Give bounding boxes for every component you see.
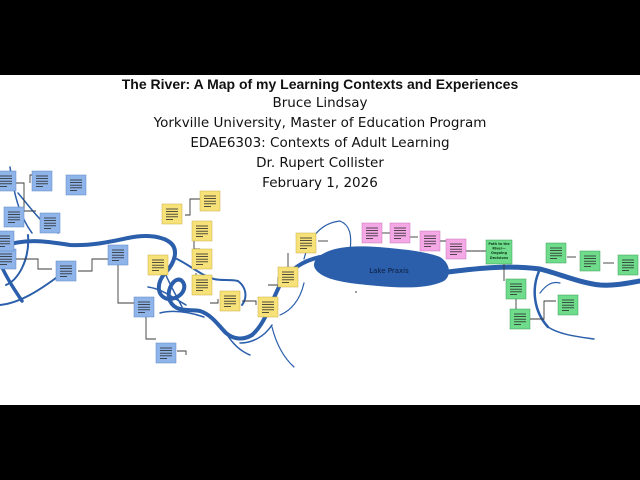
sticky-note-childhood [39, 212, 61, 234]
sticky-note-professional [389, 222, 411, 244]
sticky-note-professional [361, 222, 383, 244]
instructor-name: Dr. Rupert Collister [256, 155, 384, 171]
sticky-note-childhood [65, 174, 87, 196]
sticky-note-schooling [295, 232, 317, 254]
sticky-note-childhood [0, 230, 15, 252]
sticky-note-professional [445, 238, 467, 260]
sticky-note-schooling [219, 290, 241, 312]
sticky-notes [0, 170, 639, 364]
sticky-note-future [509, 308, 531, 330]
sticky-note-childhood [155, 342, 177, 364]
sticky-note-schooling [161, 203, 183, 225]
sticky-note-schooling [191, 274, 213, 296]
sticky-note-childhood [3, 206, 25, 228]
sticky-note-childhood [0, 248, 17, 270]
sticky-note-schooling [147, 254, 169, 276]
institution: Yorkville University, Master of Educatio… [153, 115, 487, 131]
sticky-note-schooling [191, 220, 213, 242]
sticky-note-future [557, 294, 579, 316]
sticky-note-schooling [257, 296, 279, 318]
sticky-note-future [617, 254, 639, 276]
sticky-note-future [545, 242, 567, 264]
sticky-note-childhood [55, 260, 77, 282]
presentation-date: February 1, 2026 [262, 175, 378, 191]
sticky-note-future [505, 278, 527, 300]
sticky-note-schooling [277, 266, 299, 288]
map-canvas: The River: A Map of my Learning Contexts… [0, 75, 640, 405]
lake-praxis: Lake Praxis [314, 246, 449, 293]
sticky-note-childhood [31, 170, 53, 192]
sticky-note-childhood [107, 244, 129, 266]
lake-marker-dot [355, 291, 357, 293]
author-name: Bruce Lindsay [272, 95, 368, 111]
sticky-note-future [579, 250, 601, 272]
river-map: Lake Praxis [0, 166, 640, 368]
sticky-note-childhood [0, 170, 17, 192]
sticky-note-professional [419, 230, 441, 252]
sticky-note-childhood [133, 296, 155, 318]
title-block: The River: A Map of my Learning Contexts… [0, 75, 640, 193]
map-title: The River: A Map of my Learning Contexts… [121, 76, 519, 92]
sticky-note-schooling [191, 248, 213, 270]
sticky-note-schooling [199, 190, 221, 212]
course-name: EDAE6303: Contexts of Adult Learning [190, 135, 450, 151]
lake-label: Lake Praxis [369, 267, 409, 275]
